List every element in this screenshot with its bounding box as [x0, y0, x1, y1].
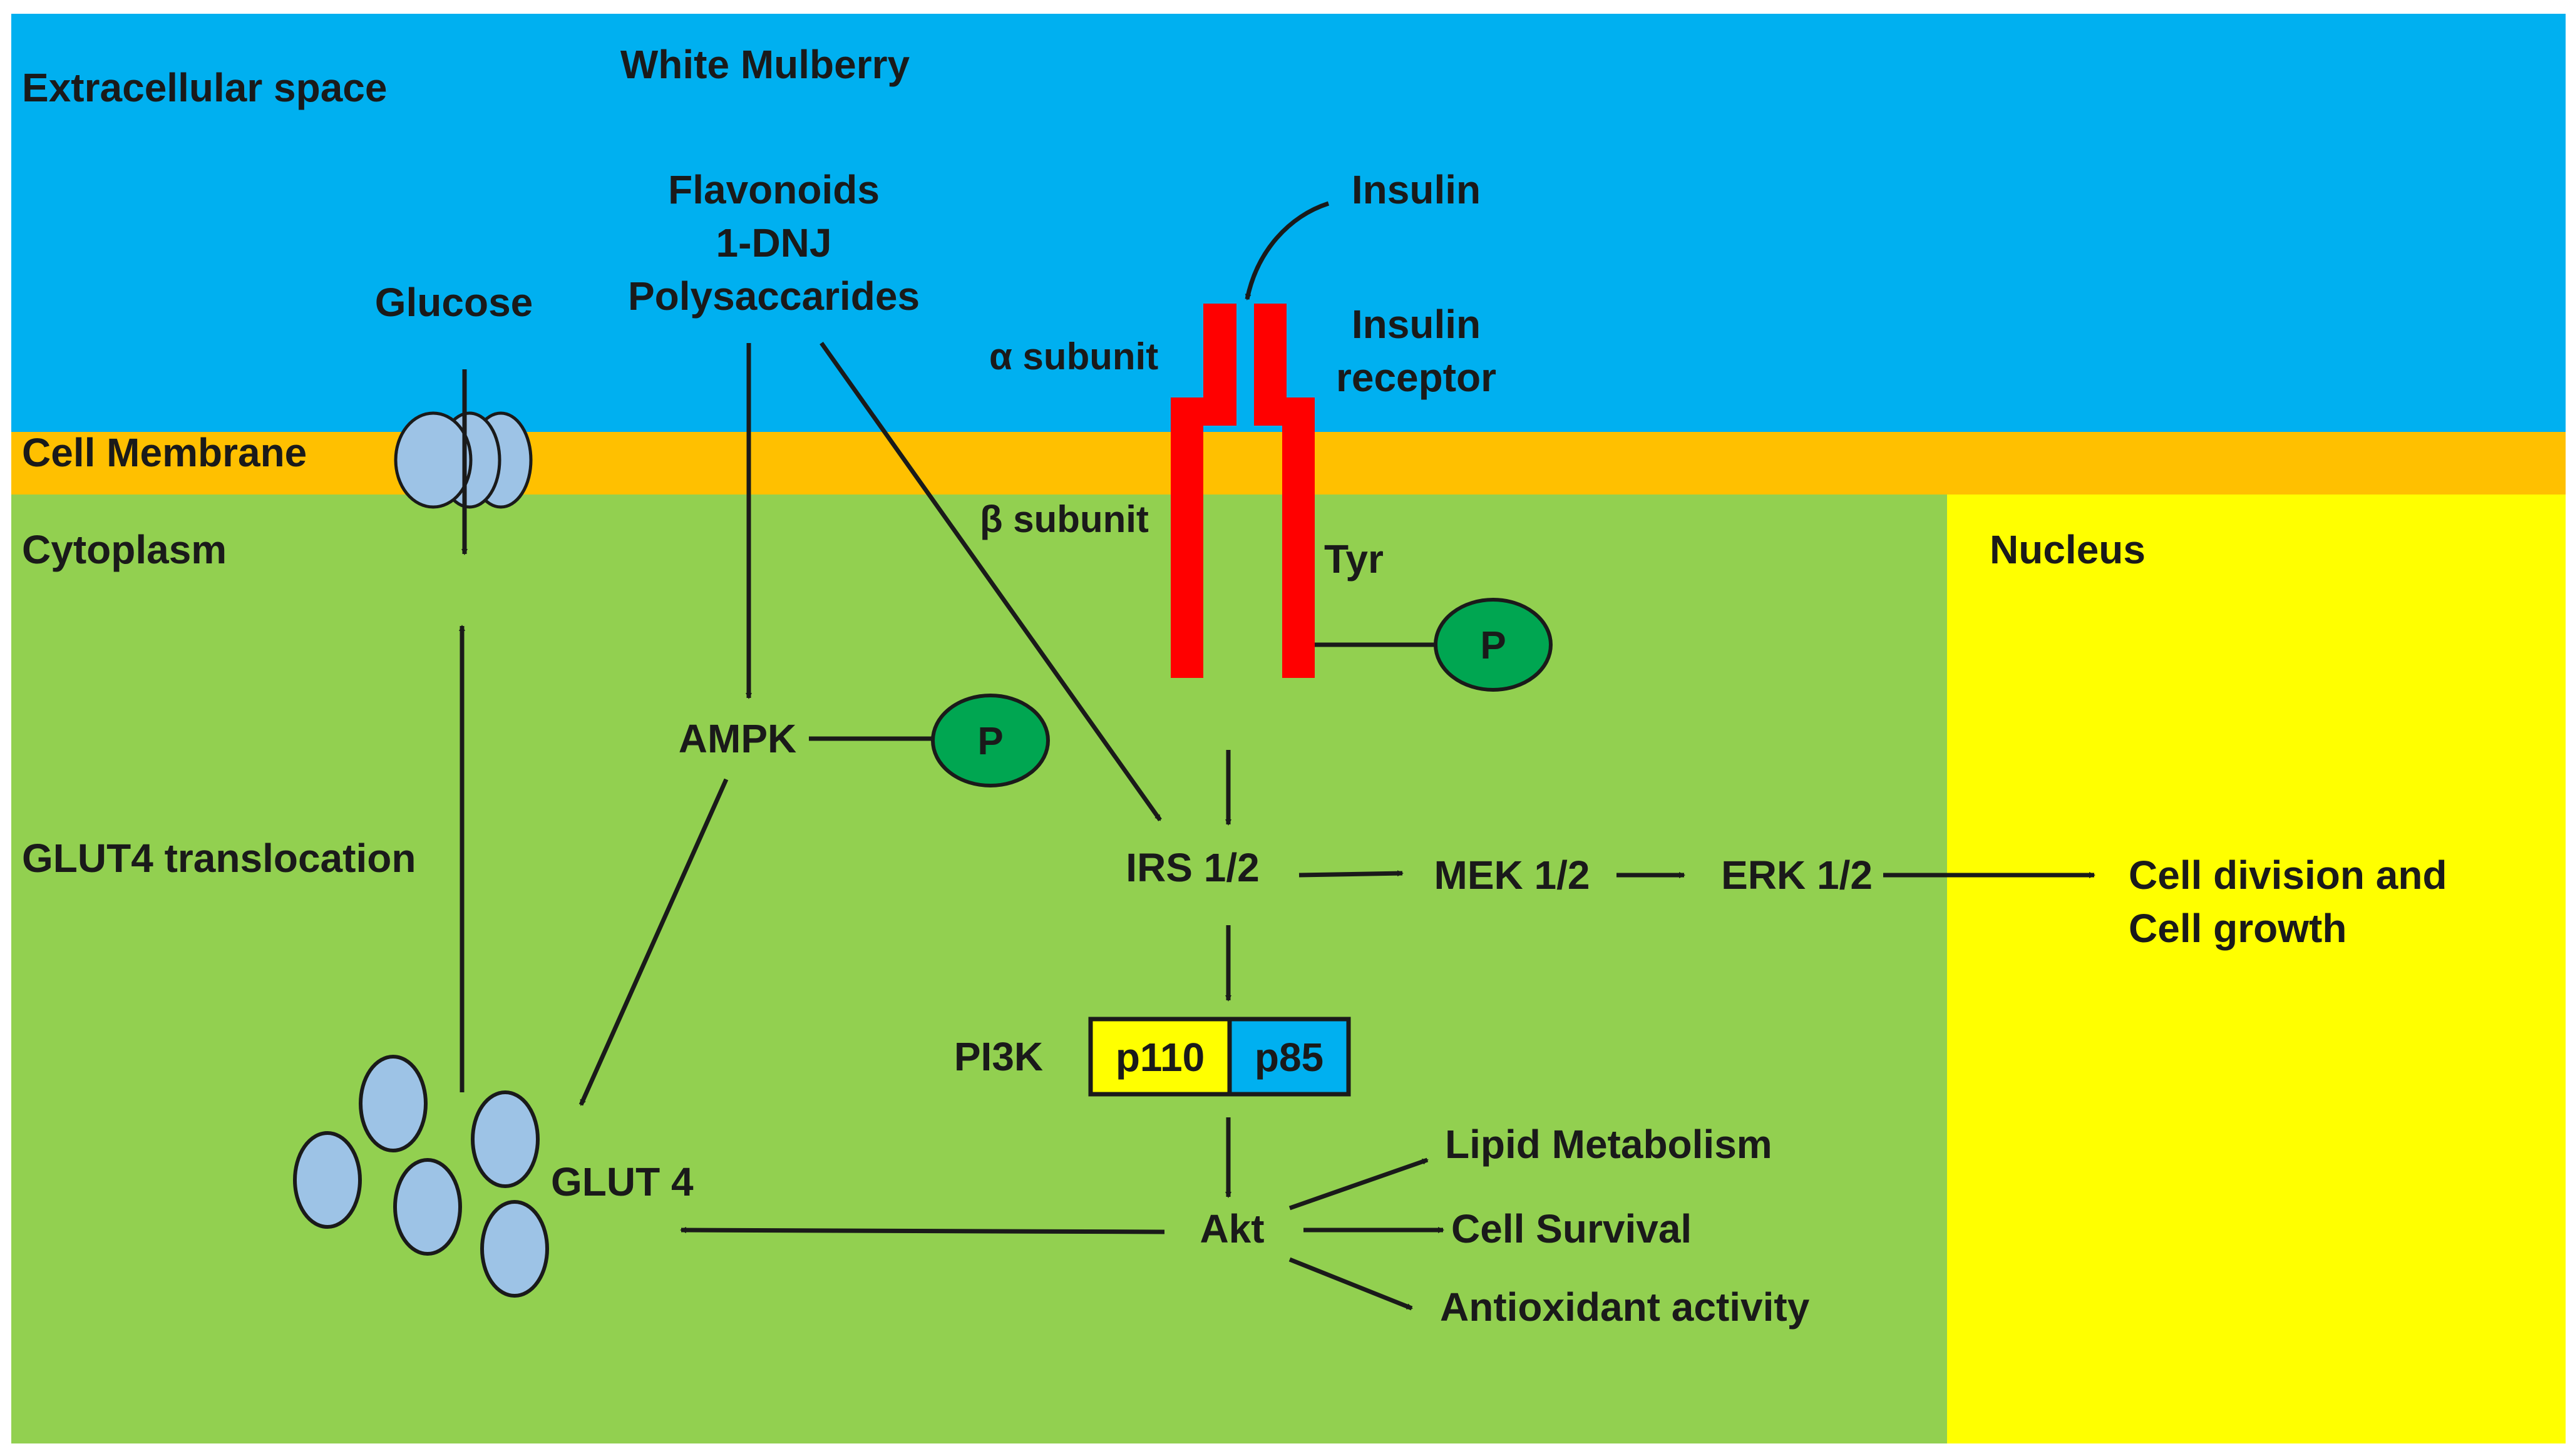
- svg-text:P: P: [977, 720, 1003, 763]
- akt-to-lipid-arrow: [1288, 1157, 1429, 1211]
- lipid-metabolism-label: Lipid Metabolism: [1445, 1122, 1772, 1167]
- insulin-receptor-label-line2: receptor: [1336, 355, 1496, 400]
- akt-label: Akt: [1200, 1206, 1264, 1251]
- extracellular-region: [11, 14, 2566, 432]
- ampk-to-glut4-arrow: [578, 778, 729, 1106]
- akt-to-glut4-arrow: [680, 1227, 1165, 1234]
- glucose-label: Glucose: [375, 280, 533, 325]
- extracellular-label: Extracellular space: [22, 65, 387, 110]
- p85-label: p85: [1255, 1035, 1323, 1080]
- beta-subunit-label: β subunit: [980, 498, 1149, 540]
- svg-text:P: P: [1480, 624, 1506, 667]
- compound-1-dnj: 1-DNJ: [716, 220, 832, 265]
- mek-label: MEK 1/2: [1434, 853, 1590, 898]
- compounds-to-irs-arrow: [820, 341, 1162, 822]
- antioxidant-activity-label: Antioxidant activity: [1440, 1284, 1810, 1330]
- alpha-subunit-label: α subunit: [989, 336, 1158, 377]
- insulin-binding-arrow: [1245, 201, 1330, 300]
- nucleus-region: [1947, 495, 2566, 1443]
- ampk-label: AMPK: [679, 716, 796, 761]
- insulin-receptor-label-line1: Insulin: [1352, 302, 1481, 347]
- glut4-translocation-label: GLUT4 translocation: [22, 836, 416, 881]
- receptor-phospho-group: P: [1434, 598, 1553, 692]
- glut4-label: GLUT 4: [551, 1159, 694, 1204]
- nucleus-label: Nucleus: [1990, 527, 2146, 572]
- cell-division-label: Cell division and: [2129, 853, 2447, 898]
- glut4-vesicles: [293, 1055, 549, 1298]
- p110-label: p110: [1116, 1035, 1205, 1080]
- insulin-receptor: [1171, 304, 1315, 678]
- cytoplasm-label: Cytoplasm: [22, 527, 227, 572]
- glucose-transporter: [394, 411, 533, 509]
- tyr-label: Tyr: [1324, 536, 1384, 582]
- cell-survival-label: Cell Survival: [1451, 1206, 1692, 1251]
- compound-polysaccarides: Polysaccarides: [628, 274, 920, 319]
- irs-label: IRS 1/2: [1126, 845, 1259, 890]
- cell-membrane-label: Cell Membrane: [22, 430, 307, 475]
- pi3k-complex: p110 p85: [1088, 1017, 1351, 1097]
- irs-to-mek-arrow: [1298, 870, 1404, 878]
- pi3k-label: PI3K: [954, 1034, 1043, 1079]
- p85-subunit: [1227, 1017, 1351, 1097]
- compound-flavonoids: Flavonoids: [668, 167, 880, 212]
- insulin-label: Insulin: [1352, 167, 1481, 212]
- white-mulberry-label: White Mulberry: [620, 42, 910, 87]
- cell-growth-label: Cell growth: [2129, 906, 2346, 951]
- ampk-phospho-group: P: [931, 694, 1050, 787]
- erk-label: ERK 1/2: [1721, 853, 1873, 898]
- cytoplasm-region: [11, 495, 1947, 1443]
- akt-to-antioxidant-arrow: [1288, 1257, 1413, 1311]
- p110-subunit: [1088, 1017, 1232, 1097]
